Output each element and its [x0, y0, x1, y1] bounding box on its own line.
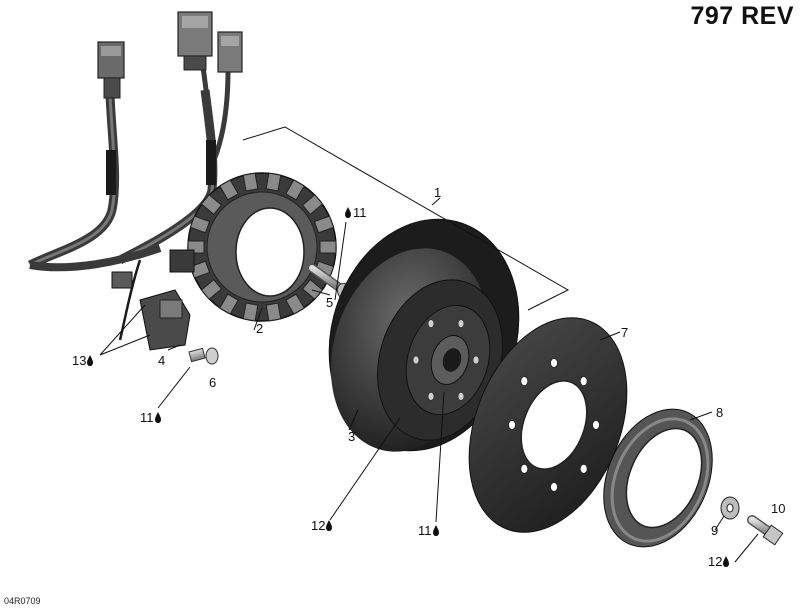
stator-tooth: [301, 278, 324, 300]
stator: [187, 172, 337, 322]
oil-drop-icon: [87, 355, 94, 366]
connector-right-pair: [177, 11, 243, 73]
callout-12-left: 12: [311, 519, 333, 533]
disc-7: [468, 317, 628, 533]
disc-bolt-hole: [550, 358, 558, 368]
flywheel-bolt-hole: [472, 355, 480, 365]
callout-3: 3: [348, 429, 356, 444]
connector-left: [97, 41, 125, 99]
wiring-harness: [27, 44, 231, 341]
disc-bolt-hole: [579, 463, 588, 474]
callout-9: 9: [711, 523, 719, 538]
oil-drop-icon: [326, 520, 333, 531]
stator-tooth: [189, 215, 211, 234]
stator-tooth: [242, 302, 259, 322]
flywheel: [328, 218, 520, 452]
callout-11-left: 11: [140, 411, 161, 425]
stator-tooth: [313, 215, 335, 234]
oil-drop-icon: [154, 412, 161, 423]
flywheel-bolt-hole: [427, 391, 435, 401]
callout-8: 8: [716, 405, 724, 420]
callout-2: 2: [256, 321, 264, 336]
callout-6: 6: [209, 375, 217, 390]
flywheel-bolt-hole: [457, 319, 465, 329]
oil-drop-icon: [432, 525, 439, 536]
drawing-code: 04R0709: [4, 596, 41, 606]
disc-bolt-hole: [550, 482, 558, 492]
flywheel-bolt-hole: [427, 319, 435, 329]
disc-bolt-hole: [520, 376, 529, 387]
stator-tooth: [319, 240, 337, 254]
washer-9: [720, 496, 740, 520]
trigger-sensor: [111, 249, 195, 351]
callout-1: 1: [434, 185, 442, 200]
stator-tooth: [242, 172, 259, 192]
stator-tooth: [265, 172, 282, 192]
callout-5: 5: [326, 295, 334, 310]
flywheel-bolt-hole: [457, 391, 465, 401]
bolt-10: [747, 515, 784, 546]
stator-tooth: [219, 179, 239, 201]
callout-10: 10: [771, 501, 786, 516]
callout-7: 7: [621, 325, 629, 340]
model-title: 797 REV: [690, 2, 794, 30]
stator-tooth: [285, 293, 305, 315]
oil-drop-icon: [345, 207, 351, 218]
callout-11-bottom: 11: [418, 524, 439, 538]
disc-bolt-hole: [592, 420, 600, 430]
callout-12-right: 12: [708, 555, 730, 569]
stator-tooth: [200, 194, 223, 216]
oil-drop-icon: [723, 556, 730, 567]
leader-lines: [99, 221, 759, 563]
disc-bolt-hole: [579, 376, 588, 387]
callout-11-top: 11: [345, 206, 367, 220]
bracket-1: [242, 126, 570, 311]
stator-tooth: [219, 293, 239, 315]
stator-tooth: [200, 278, 223, 300]
flywheel-bolt-hole: [412, 355, 420, 365]
disc-bolt-hole: [508, 420, 516, 430]
starter-cup-8: [603, 408, 713, 548]
callout-4: 4: [158, 353, 166, 368]
stator-tooth: [265, 302, 282, 322]
screw-6: [188, 347, 219, 365]
stator-tooth: [301, 194, 324, 216]
disc-bolt-hole: [520, 463, 529, 474]
stator-tooth: [285, 179, 305, 201]
callout-13: 13: [72, 354, 94, 368]
